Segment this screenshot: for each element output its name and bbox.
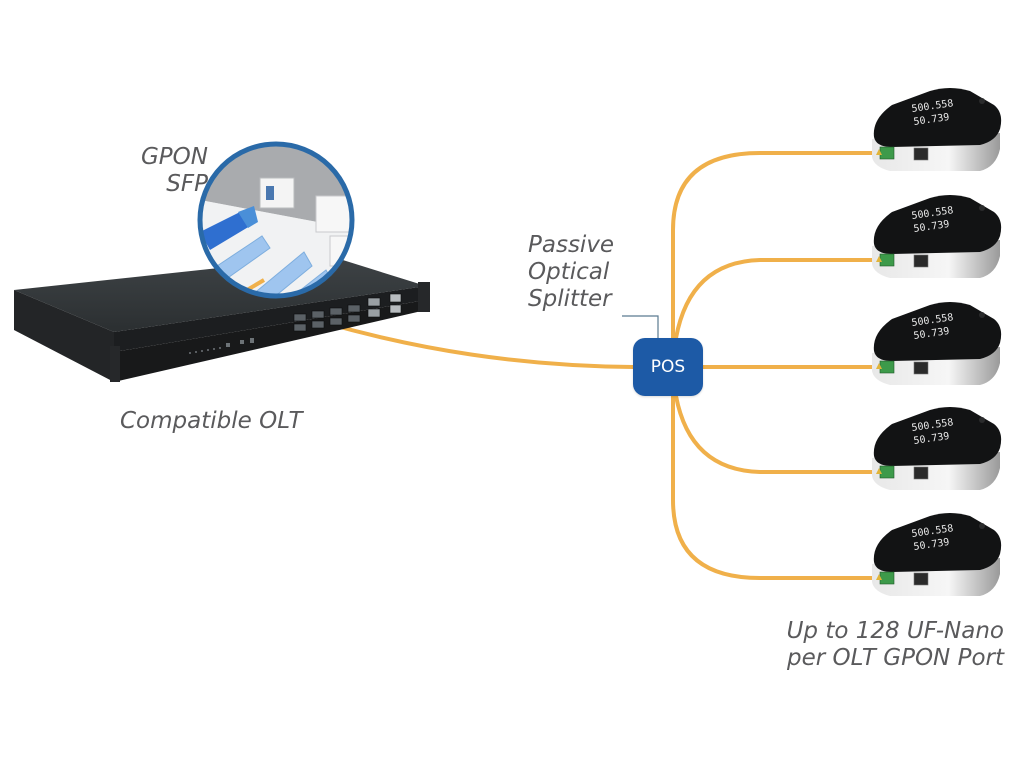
ont-display-line2: 50.739 — [913, 219, 950, 235]
ont-ethernet-port — [913, 361, 929, 375]
fiber-olt-to-pos — [320, 320, 635, 369]
fiber-pos-to-ont-1 — [671, 151, 886, 340]
gpon-sfp-label: GPON SFP — [128, 144, 208, 198]
ubiquiti-logo-icon — [979, 523, 985, 529]
laser-warning-icon — [876, 256, 882, 262]
gpon-sfp-label-line1: GPON — [140, 144, 208, 170]
ont-body-top — [873, 302, 1002, 361]
ont-body-top — [873, 407, 1002, 466]
sfp-module — [259, 177, 295, 209]
ont-fiber-port — [879, 253, 895, 267]
olt-port-block — [293, 293, 402, 332]
ont-label: Up to 128 UF-Nano per OLT GPON Port — [772, 618, 1004, 672]
ont-fiber-port — [879, 360, 895, 374]
ubiquiti-logo-icon — [979, 98, 985, 104]
olt-rack-ear-right — [418, 282, 430, 312]
splitter-label-line3: Splitter — [528, 286, 612, 313]
ubiquiti-logo-icon — [979, 417, 985, 423]
ont-display-line2: 50.739 — [913, 326, 950, 342]
laser-warning-icon — [876, 574, 882, 580]
laser-warning-icon — [876, 149, 882, 155]
ont-display-line2: 50.739 — [913, 431, 950, 447]
fiber-pos-to-ont-2 — [674, 258, 886, 340]
splitter-leader-line — [622, 315, 659, 338]
ont-ethernet-port — [913, 147, 929, 161]
fiber-pos-to-ont-4 — [674, 394, 886, 474]
ont-fiber-port — [879, 146, 895, 160]
olt-side-face — [14, 290, 114, 382]
olt-rack-ear-left — [110, 346, 120, 382]
olt-status-leds — [189, 338, 254, 354]
pos-splitter-label: POS — [650, 357, 686, 377]
gpon-sfp-zoom-inset — [197, 141, 355, 299]
ont-body-top — [873, 195, 1002, 254]
laser-warning-icon — [876, 363, 882, 369]
gpon-sfp-label-line2: SFP — [166, 171, 208, 198]
olt-label: Compatible OLT — [120, 408, 303, 434]
fiber-pos-to-ont-5 — [671, 394, 886, 580]
ont-label-line1: Up to 128 UF-Nano — [786, 618, 1004, 644]
pos-splitter-node: POS — [633, 338, 703, 396]
ont-body-top — [873, 88, 1002, 147]
ont-ethernet-port — [913, 254, 929, 268]
ont-display-line2: 50.739 — [913, 112, 950, 128]
splitter-label: Passive Optical Splitter — [528, 232, 614, 313]
splitter-label-line1: Passive — [528, 232, 615, 258]
ont-fiber-port — [879, 465, 895, 479]
ont-ethernet-port — [913, 466, 929, 480]
splitter-label-line2: Optical — [528, 259, 610, 286]
ubiquiti-logo-icon — [979, 312, 985, 318]
ont-devices: 500.55850.739500.55850.739500.55850.7395… — [872, 88, 1002, 596]
olt-device — [14, 256, 430, 382]
ont-ethernet-port — [913, 572, 929, 586]
fiber-lines — [320, 151, 886, 580]
laser-warning-icon — [876, 468, 882, 474]
ubiquiti-logo-icon — [979, 205, 985, 211]
olt-front-face — [114, 286, 426, 352]
ont-display-line2: 50.739 — [913, 537, 950, 553]
ont-label-line2: per OLT GPON Port — [787, 645, 1004, 672]
ont-fiber-port — [879, 571, 895, 585]
fiber-connector-blue — [200, 206, 258, 250]
ont-body-top — [873, 513, 1002, 572]
